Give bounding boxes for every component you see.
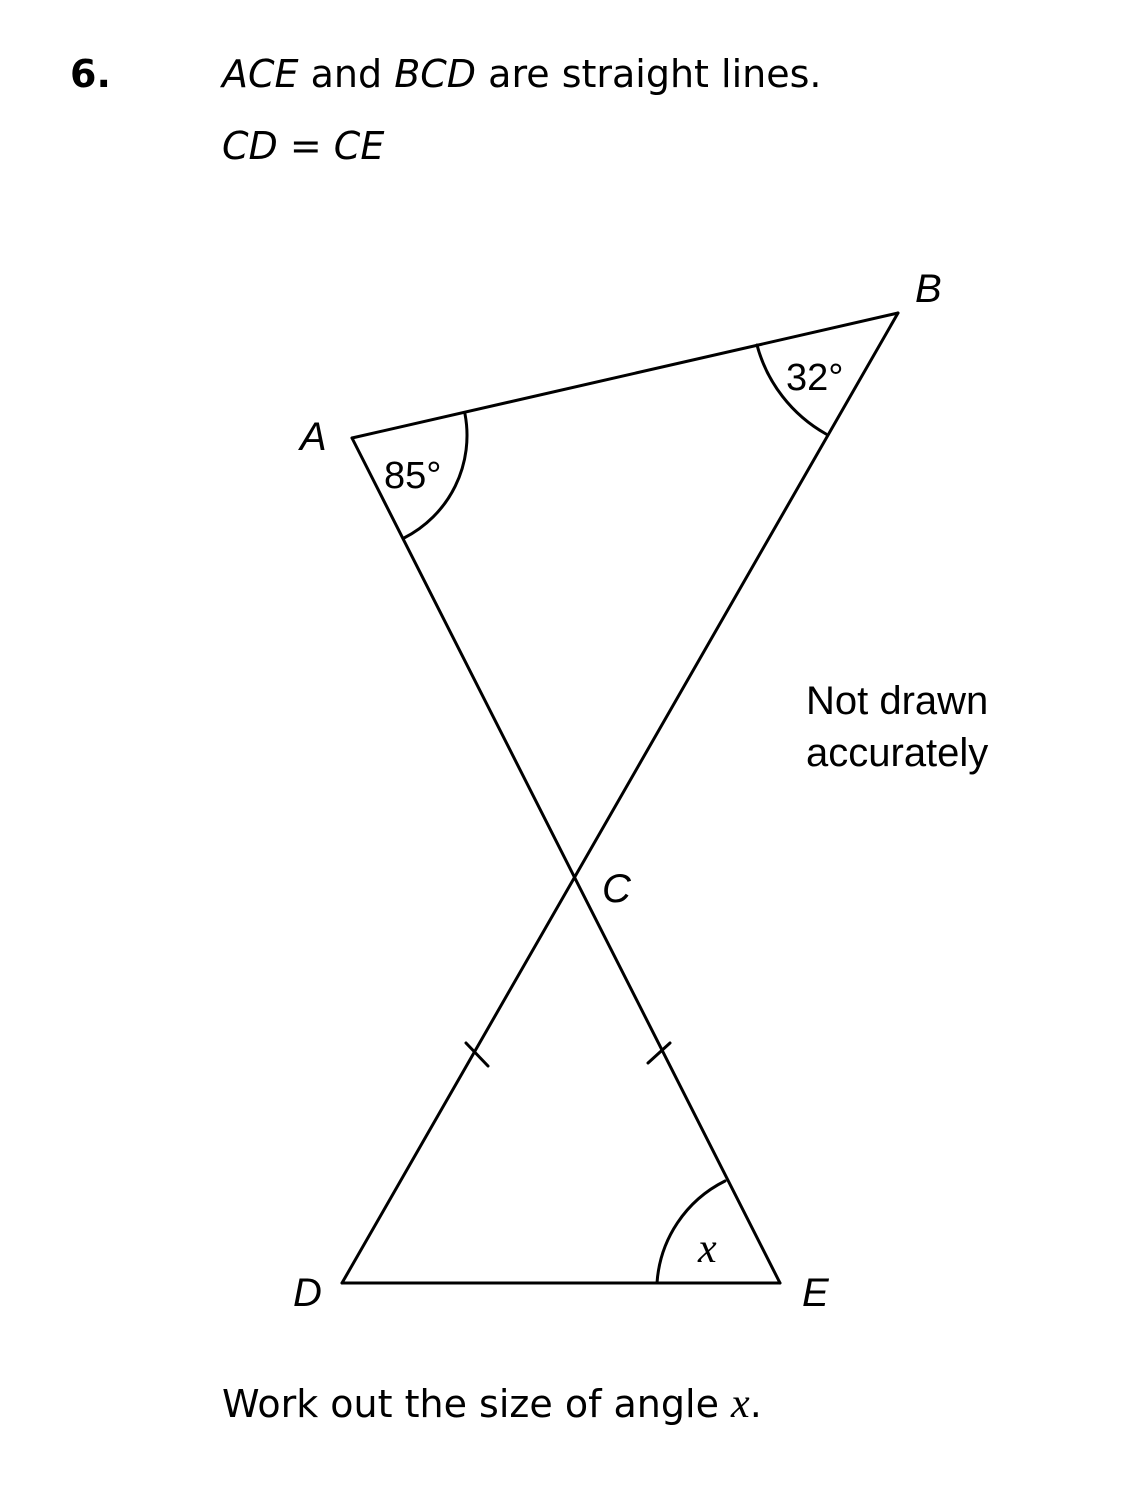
segment-ace (350, 436, 782, 1285)
prompt-variable-x: x (731, 1381, 750, 1427)
question-prompt: Work out the size of angle x. (222, 1380, 762, 1428)
angle-label-b: 32° (786, 357, 843, 399)
vertex-label-a: A (298, 415, 327, 459)
stem-line-bcd: BCD (394, 52, 477, 96)
stem-line-ace: ACE (222, 52, 299, 96)
segment-ab (350, 311, 900, 440)
tick-mark-cd (464, 1041, 490, 1068)
angle-label-x: x (697, 1226, 717, 1272)
prompt-end: . (749, 1382, 762, 1426)
angle-arc-b (755, 343, 828, 436)
vertex-label-e: E (802, 1271, 830, 1315)
vertex-label-d: D (293, 1271, 322, 1315)
stem-line-and: and (298, 52, 395, 96)
angle-arc-e (655, 1179, 727, 1285)
tick-mark-ce (646, 1041, 672, 1065)
angle-label-a: 85° (384, 455, 441, 497)
not-drawn-note-line-1: Not drawn (806, 679, 988, 723)
angle-arc-a (402, 412, 469, 540)
vertex-label-c: C (602, 867, 632, 911)
stem-line-rest: are straight lines. (476, 52, 822, 96)
segment-bcd (340, 311, 900, 1285)
prompt-text: Work out the size of angle (222, 1382, 732, 1426)
question-number: 6. (70, 52, 111, 96)
question-stem-line-2: CD = CE (222, 124, 385, 168)
not-drawn-note-line-2: accurately (806, 731, 988, 775)
question-stem-line-1: ACE and BCD are straight lines. (222, 52, 822, 96)
vertex-label-b: B (915, 267, 942, 311)
